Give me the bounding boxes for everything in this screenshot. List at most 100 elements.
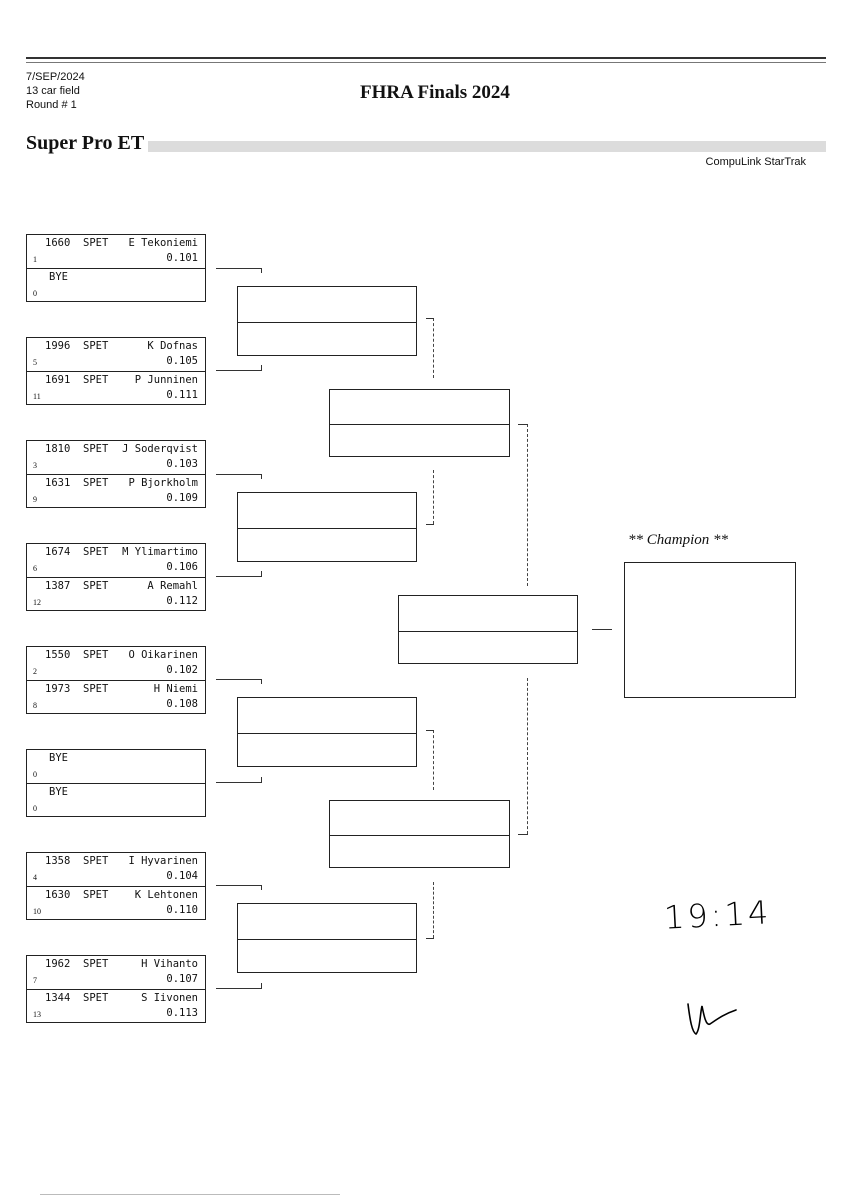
driver-name: E Tekoniemi <box>128 237 198 249</box>
reaction-time: 0.104 <box>166 870 198 882</box>
bracket-connector <box>216 679 262 680</box>
car-class: SPET <box>83 374 109 386</box>
bracket-connector <box>527 678 529 834</box>
reaction-time: 0.103 <box>166 458 198 470</box>
racer-slot: 1631 SPET P Bjorkholm 0.109 9 <box>27 475 205 509</box>
car-number: 1631 <box>45 477 71 489</box>
top-rule-thin <box>26 62 826 63</box>
racer-slot: 1630 SPET K Lehtonen 0.110 10 <box>27 887 205 921</box>
round-2-result-box <box>237 697 417 767</box>
bracket-connector <box>426 938 434 939</box>
car-number: 1691 <box>45 374 71 386</box>
car-number: 1550 <box>45 649 71 661</box>
car-class: SPET <box>83 340 109 352</box>
bracket-connector <box>433 882 435 938</box>
round-number: Round # 1 <box>26 99 77 111</box>
car-number: 1344 <box>45 992 71 1004</box>
result-box-divider <box>238 528 416 529</box>
pairing-divider <box>27 268 205 269</box>
bracket-connector <box>518 834 528 835</box>
driver-name: P Bjorkholm <box>128 477 198 489</box>
bracket-connector <box>216 988 262 989</box>
seed-number: 9 <box>33 495 37 504</box>
final-result-box <box>398 595 578 664</box>
result-box-divider <box>238 733 416 734</box>
seed-number: 8 <box>33 701 37 710</box>
round-3-result-box <box>329 800 510 868</box>
round-3-result-box <box>329 389 510 457</box>
result-box-divider <box>238 939 416 940</box>
car-class: SPET <box>83 477 109 489</box>
reaction-time: 0.110 <box>166 904 198 916</box>
car-number: 1660 <box>45 237 71 249</box>
seed-number: 4 <box>33 873 37 882</box>
bracket-connector <box>426 318 434 319</box>
pairing-divider <box>27 371 205 372</box>
bracket-connector <box>426 524 434 525</box>
pairing-divider <box>27 783 205 784</box>
seed-number: 7 <box>33 976 37 985</box>
reaction-time: 0.102 <box>166 664 198 676</box>
pairing-divider <box>27 886 205 887</box>
racer-slot: 1674 SPET M Ylimartimo 0.106 6 <box>27 544 205 578</box>
bracket-connector <box>261 474 262 479</box>
champion-box <box>624 562 796 698</box>
car-class: SPET <box>83 649 109 661</box>
bracket-connector <box>433 318 435 378</box>
car-number: 1630 <box>45 889 71 901</box>
car-number: 1674 <box>45 546 71 558</box>
bracket-connector <box>216 268 262 269</box>
car-number: 1358 <box>45 855 71 867</box>
bracket-connector <box>216 576 262 577</box>
seed-number: 13 <box>33 1010 41 1019</box>
reaction-time: 0.109 <box>166 492 198 504</box>
car-class: SPET <box>83 237 109 249</box>
car-class: SPET <box>83 683 109 695</box>
car-number: 1962 <box>45 958 71 970</box>
reaction-time: 0.111 <box>166 389 198 401</box>
class-title: Super Pro ET <box>26 132 145 154</box>
champion-label: ** Champion ** <box>628 532 729 548</box>
reaction-time: 0.106 <box>166 561 198 573</box>
driver-name: K Lehtonen <box>134 889 198 901</box>
car-number: 1810 <box>45 443 71 455</box>
car-class: SPET <box>83 889 109 901</box>
bracket-connector <box>433 730 435 790</box>
seed-number: 6 <box>33 564 37 573</box>
car-class: SPET <box>83 443 109 455</box>
seed-number: 0 <box>33 804 37 813</box>
seed-number: 10 <box>33 907 41 916</box>
driver-name: M Ylimartimo <box>122 546 198 558</box>
round-2-result-box <box>237 286 417 356</box>
handwritten-time: 19:14 <box>663 893 773 937</box>
bracket-connector <box>261 885 262 890</box>
seed-number: 0 <box>33 289 37 298</box>
bye-label: BYE <box>49 786 68 798</box>
driver-name: A Remahl <box>147 580 198 592</box>
car-class: SPET <box>83 546 109 558</box>
bracket-connector <box>433 470 435 524</box>
reaction-time: 0.112 <box>166 595 198 607</box>
page-title: FHRA Finals 2024 <box>360 82 510 103</box>
round-2-result-box <box>237 492 417 562</box>
driver-name: O Oikarinen <box>128 649 198 661</box>
seed-number: 5 <box>33 358 37 367</box>
car-number: 1996 <box>45 340 71 352</box>
seed-number: 1 <box>33 255 37 264</box>
software-label: CompuLink StarTrak <box>705 156 806 168</box>
bracket-connector <box>527 424 529 586</box>
bracket-connector <box>216 474 262 475</box>
bracket-connector <box>216 782 262 783</box>
bracket-connector <box>261 365 262 370</box>
bracket-connector <box>261 571 262 576</box>
reaction-time: 0.108 <box>166 698 198 710</box>
